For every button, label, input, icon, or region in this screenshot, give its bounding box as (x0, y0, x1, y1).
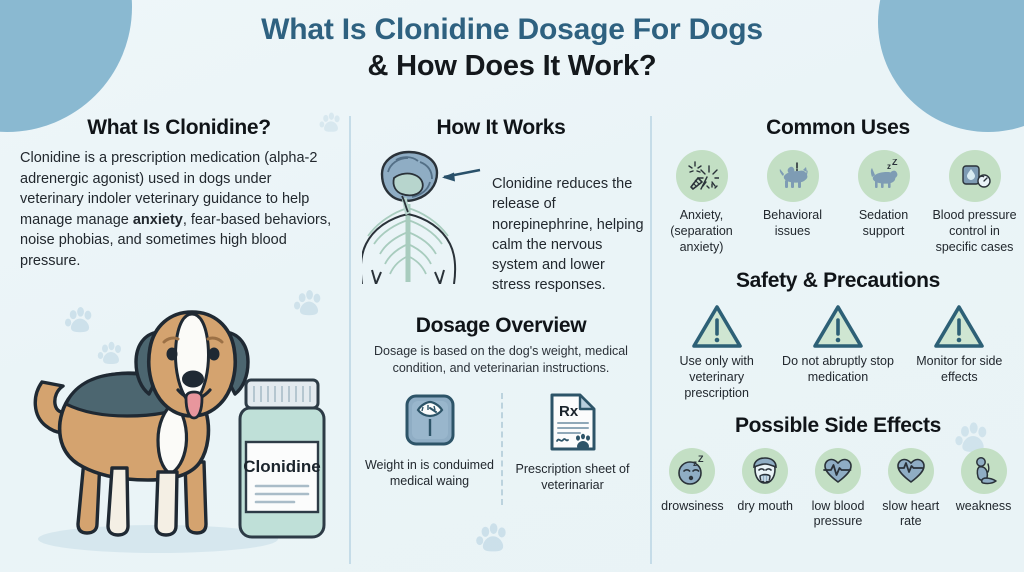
dosage-items-separator (501, 392, 503, 505)
fireworks-icon (675, 150, 728, 202)
title-line-2: & How Does It Work? (367, 50, 657, 82)
dosage-items-row: Weight in is conduimed medical waing Rx (358, 391, 644, 505)
paw-watermark-icon (64, 306, 92, 333)
prescription-sheet-icon: Rx (550, 393, 595, 451)
dosage-overview-heading: Dosage Overview (415, 313, 587, 337)
paw-watermark-icon (476, 523, 506, 552)
side-effect-slow-heart-rate-caption: slow heart rate (882, 498, 940, 529)
safety-item-no-abrupt-stop: Do not abruptly stop medication (777, 303, 898, 401)
brain-nervous-system-icon (362, 150, 481, 284)
dry-mouth-face-icon (742, 447, 789, 494)
heart-low-pressure-icon (814, 447, 861, 494)
weak-person-icon (960, 447, 1007, 494)
what-is-clonidine-body: Clonidine is a prescription medication (… (14, 148, 344, 271)
side-effect-drowsiness: z Z drowsiness (656, 447, 729, 531)
dosage-item-weight: Weight in is conduimed medical waing (358, 391, 501, 494)
side-effect-slow-heart-rate: slow heart rate (874, 447, 947, 531)
svg-text:z: z (887, 162, 891, 171)
dosage-item-prescription: Rx Prescription sheet of veterinariar (501, 391, 644, 494)
warning-triangle-icon (934, 305, 985, 349)
safety-row: Use only with veterinary prescription Do… (656, 303, 1020, 401)
section-how-it-works: How It Works (358, 116, 644, 505)
weight-scale-icon (405, 394, 454, 446)
safety-item-prescription-caption: Use only with veterinary prescription (679, 354, 754, 400)
heart-slow-rate-icon (887, 447, 934, 494)
common-use-behavioral: Behavioral issues (747, 150, 838, 255)
dosage-item-prescription-caption: Prescription sheet of veterinariar (515, 461, 630, 493)
blood-pressure-monitor-icon (948, 150, 1001, 202)
safety-item-prescription: Use only with veterinary prescription (656, 303, 777, 401)
side-effects-heading: Possible Side Effects (734, 413, 942, 437)
common-use-anxiety-caption: Anxiety, (separation anxiety) (670, 208, 733, 254)
side-effect-drowsiness-caption: drowsiness (661, 498, 724, 513)
common-use-sedation-caption: Sedation support (858, 208, 909, 238)
body-text-part2: , fear-based behaviors, noise phobias, a… (20, 211, 332, 269)
dosage-overview-text: Dosage is based on the dog's weight, med… (374, 343, 628, 375)
side-effect-weakness: weakness (947, 447, 1020, 531)
dog-and-pill-bottle-illustration: Clonidine (33, 310, 326, 553)
how-it-works-heading: How It Works (436, 116, 566, 139)
side-effect-low-blood-pressure: low blood pressure (802, 447, 875, 531)
side-effect-dry-mouth: dry mouth (729, 447, 802, 531)
rx-symbol: Rx (559, 403, 579, 420)
section-right: Common Uses Anxiety, (separat (656, 116, 1020, 530)
common-uses-row: Anxiety, (separation anxiety) (656, 150, 1020, 255)
svg-text:Z: Z (698, 455, 704, 464)
page-title: What Is Clonidine Dosage For Dogs & How … (0, 12, 1024, 84)
common-use-anxiety: Anxiety, (separation anxiety) (656, 150, 747, 255)
paw-watermark-icon (319, 112, 340, 132)
common-uses-heading: Common Uses (766, 116, 910, 139)
what-is-clonidine-heading: What Is Clonidine? (87, 116, 271, 139)
safety-precautions-heading: Safety & Precautions (735, 269, 941, 293)
section-what-is-clonidine: What Is Clonidine? Clonidine is a prescr… (14, 116, 344, 271)
sleeping-dog-icon: z Z (857, 150, 910, 202)
common-use-blood-pressure: Blood pressure control in specific cases (929, 150, 1020, 255)
paw-watermark-icon (97, 341, 121, 364)
side-effect-dry-mouth-caption: dry mouth (737, 498, 793, 513)
title-line-1: What Is Clonidine Dosage For Dogs (261, 13, 763, 46)
paw-watermark-icon (293, 289, 321, 316)
column-divider-right (650, 116, 652, 564)
column-divider-left (349, 116, 351, 564)
warning-triangle-icon (813, 305, 863, 349)
warning-triangle-icon (691, 305, 742, 349)
how-it-works-text: Clonidine reduces the release of norepin… (492, 176, 644, 294)
side-effects-row: z Z drowsiness dry mouth (656, 447, 1020, 531)
body-text-part1: Clonidine is a prescription medication (… (20, 150, 318, 228)
dosage-item-weight-caption: Weight in is conduimed medical waing (364, 457, 494, 489)
svg-text:Z: Z (892, 159, 898, 167)
svg-text:z: z (693, 459, 697, 468)
side-effect-low-blood-pressure-caption: low blood pressure (811, 498, 865, 529)
common-use-sedation: z Z Sedation support (838, 150, 929, 255)
dog-behavior-icon (766, 150, 819, 202)
body-text-emphasis: anxiety (132, 211, 183, 228)
safety-item-no-abrupt-stop-caption: Do not abruptly stop medication (782, 354, 894, 384)
side-effect-weakness-caption: weakness (955, 498, 1012, 513)
sleepy-face-icon: z Z (669, 447, 716, 494)
common-use-blood-pressure-caption: Blood pressure control in specific cases (932, 208, 1017, 254)
safety-item-monitor: Monitor for side effects (899, 303, 1020, 401)
common-use-behavioral-caption: Behavioral issues (762, 208, 823, 238)
pill-bottle-label: Clonidine (243, 457, 320, 476)
safety-item-monitor-caption: Monitor for side effects (916, 354, 1003, 384)
